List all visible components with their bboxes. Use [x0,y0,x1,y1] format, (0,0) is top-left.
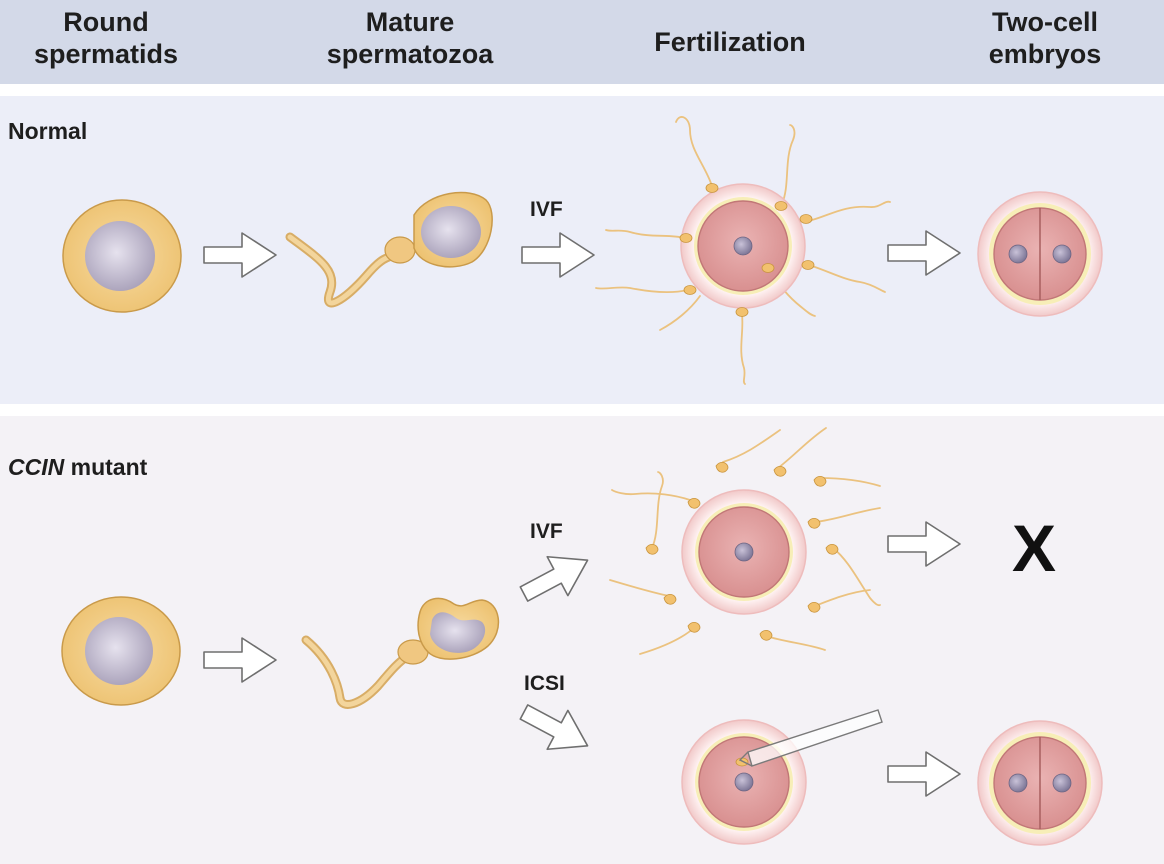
method-label-ivf-normal: IVF [530,198,563,221]
normal-round-spermatid [62,199,182,313]
mutant-abnormal-sperm [301,597,500,709]
mutant-panel [0,416,1164,864]
method-label-ivf-mutant: IVF [530,520,563,543]
header-round-spermatids: Round spermatids [33,7,179,69]
row-label-mutant-suffix: mutant [64,454,148,480]
method-label-icsi: ICSI [524,672,565,695]
header-mature-spermatozoa: Mature spermatozoa [326,7,494,69]
column-header-bar [0,0,1164,84]
mutant-icsi-arrow [512,691,599,767]
mutant-round-spermatid [61,596,181,706]
row-label-normal: Normal [8,118,88,144]
normal-two-cell-embryo [977,191,1103,317]
normal-arrow-2 [521,232,595,278]
icsi-injection-pipette [738,709,883,767]
header-two-cell-embryos: Two-cell embryos [988,7,1102,69]
row-label-mutant: CCIN mutant [8,454,147,481]
mutant-arrow-1 [203,637,277,683]
mutant-ivf-arrow [512,539,599,615]
header-fertilization: Fertilization [654,27,806,57]
normal-arrow-3 [887,230,961,276]
mutant-ivf-result-arrow [887,521,961,567]
mutant-icsi-result-arrow [887,751,961,797]
fertilization-failed-mark: X [1012,511,1057,585]
gene-name: CCIN [8,454,65,480]
normal-fertilization-oocyte [595,116,891,385]
normal-arrow-1 [203,232,277,278]
mutant-ivf-oocyte-unbound [609,427,881,655]
normal-mature-sperm [285,191,493,308]
mutant-icsi-two-cell-embryo [977,720,1103,846]
